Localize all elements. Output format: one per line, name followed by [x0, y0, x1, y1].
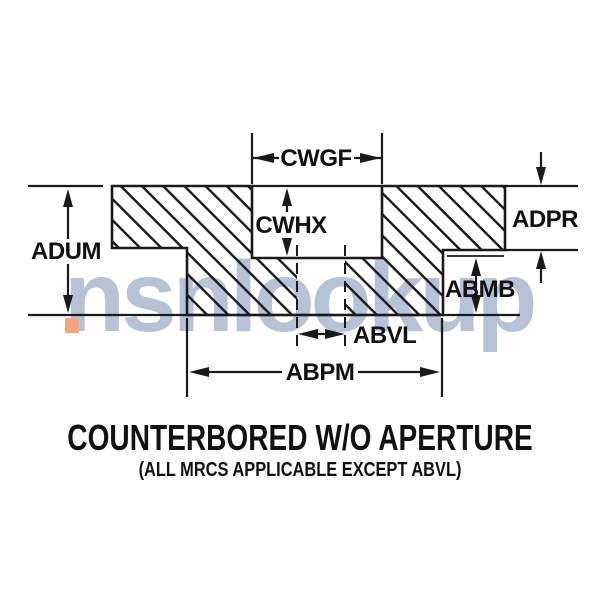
abpm-label: ABPM — [286, 359, 355, 386]
adpr-label: ADPR — [512, 206, 578, 233]
watermark-accent-square — [65, 318, 79, 333]
section-hatching — [112, 186, 505, 315]
dimension-arrowheads — [63, 153, 546, 377]
watermark-text: nsnlookup — [64, 241, 538, 353]
abvl-arrow-right — [325, 329, 345, 339]
abvl-arrow-left — [298, 329, 318, 339]
abmb-arrow-up — [471, 258, 481, 276]
figure-subtitle: (ALL MRCS APPLICABLE EXCEPT ABVL) — [138, 459, 462, 481]
adum-arrow-down — [63, 295, 73, 313]
adum-arrow-up — [63, 189, 73, 207]
cwhx-arrow-down — [282, 238, 292, 256]
cwgf-arrow-left — [253, 153, 274, 163]
hatch-center-right — [345, 258, 382, 315]
hatch-left-lower — [187, 248, 252, 315]
abpm-arrow-right — [420, 367, 440, 377]
cwgf-label: CWGF — [280, 145, 351, 172]
cwhx-label: CWHX — [255, 212, 327, 239]
adpr-arrow-down — [536, 167, 546, 185]
abmb-label: ABMB — [445, 276, 515, 303]
abmb-arrow-down — [471, 295, 481, 313]
abvl-label: ABVL — [353, 322, 416, 349]
dimension-lines — [66, 152, 543, 374]
adum-label: ADUM — [31, 238, 101, 265]
hatch-left-flange — [112, 186, 252, 248]
cwgf-arrow-right — [360, 153, 381, 163]
abpm-arrow-left — [189, 367, 209, 377]
adpr-arrow-up — [536, 251, 546, 269]
cwhx-arrow-up — [282, 188, 292, 206]
hatch-right-column — [382, 186, 442, 315]
hatch-center-left — [252, 258, 297, 315]
hatch-right-flange — [442, 186, 505, 250]
figure-title: COUNTERBORED W/O APERTURE — [67, 417, 533, 458]
extension-lines — [28, 133, 578, 397]
